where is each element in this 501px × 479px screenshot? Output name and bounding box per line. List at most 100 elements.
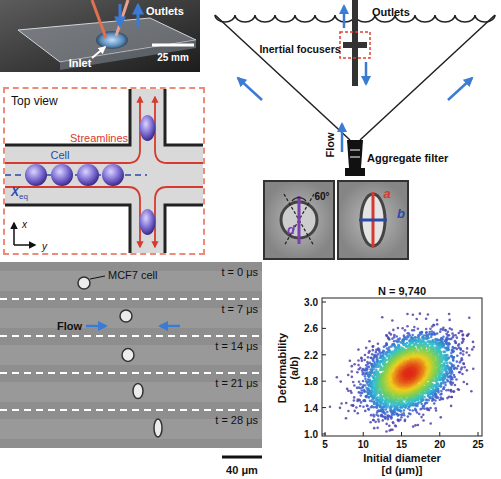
data-point (386, 398, 389, 401)
data-point (466, 383, 469, 386)
data-point (339, 407, 342, 410)
data-point (461, 334, 464, 337)
data-point (373, 368, 376, 371)
data-point (448, 313, 451, 316)
data-point (443, 346, 446, 349)
data-point (350, 391, 353, 394)
data-point (413, 329, 416, 332)
data-point (357, 348, 360, 351)
data-point (408, 412, 411, 415)
data-point (366, 405, 369, 408)
data-point (356, 412, 359, 415)
data-point (449, 381, 452, 384)
data-point (450, 396, 453, 399)
data-point (458, 371, 461, 374)
data-point (444, 329, 447, 332)
data-point (361, 360, 364, 363)
data-point (369, 421, 372, 424)
data-point (462, 350, 465, 353)
data-point (388, 424, 391, 427)
data-point (353, 399, 356, 402)
data-point (366, 368, 369, 371)
data-point (349, 359, 352, 362)
data-point (452, 346, 455, 349)
data-point (452, 390, 455, 393)
data-point (451, 349, 454, 352)
data-point (364, 410, 367, 413)
data-point (433, 402, 436, 405)
data-point (455, 378, 458, 381)
data-point (425, 328, 428, 331)
data-point (377, 353, 380, 356)
data-point (355, 406, 358, 409)
data-point (468, 354, 471, 357)
data-point (429, 407, 432, 410)
data-point (461, 342, 464, 345)
data-point (445, 342, 448, 345)
data-point (402, 412, 405, 415)
data-point (425, 399, 428, 402)
data-point (440, 328, 443, 331)
data-point (419, 312, 422, 315)
data-point (412, 425, 415, 428)
data-point (380, 414, 383, 417)
data-point (347, 410, 350, 413)
data-point (358, 399, 361, 402)
data-point (425, 338, 428, 341)
data-point (439, 330, 442, 333)
data-point (352, 381, 355, 384)
data-point (345, 417, 348, 420)
data-point (357, 364, 360, 367)
data-point (446, 379, 449, 382)
data-point (371, 389, 374, 392)
data-point (381, 316, 384, 319)
data-point (472, 346, 475, 349)
data-point (362, 406, 365, 409)
data-point (386, 411, 389, 414)
data-point (430, 336, 433, 339)
data-point (365, 347, 368, 350)
data-point (466, 347, 469, 350)
data-point (386, 344, 389, 347)
data-point (353, 363, 356, 366)
data-point (446, 397, 449, 400)
data-point (406, 313, 409, 316)
data-point (411, 334, 414, 337)
data-point (393, 340, 396, 343)
data-point (440, 382, 443, 385)
data-point (434, 396, 437, 399)
data-point (435, 409, 438, 412)
data-point (462, 353, 465, 356)
data-point (398, 337, 401, 340)
data-point (414, 408, 417, 411)
data-point (350, 365, 353, 368)
data-point (452, 359, 455, 362)
data-point (364, 384, 367, 387)
data-point (356, 371, 359, 374)
data-point (364, 377, 367, 380)
data-point (415, 318, 418, 321)
data-point (369, 378, 372, 381)
data-point (364, 375, 367, 378)
data-point (448, 319, 451, 322)
data-point (466, 334, 469, 337)
data-point (367, 351, 370, 354)
data-point (414, 424, 417, 427)
data-point (347, 374, 350, 377)
data-point (456, 360, 459, 363)
data-point (431, 333, 434, 336)
data-point (368, 340, 371, 343)
data-point (418, 413, 421, 416)
data-point (400, 416, 403, 419)
data-point (404, 329, 407, 332)
data-point (450, 405, 453, 408)
data-point (353, 410, 356, 413)
data-point (422, 419, 425, 422)
data-point (461, 373, 464, 376)
data-point (390, 333, 393, 336)
data-point (449, 327, 452, 330)
data-point (377, 343, 380, 346)
data-point (462, 362, 465, 365)
data-point (471, 348, 474, 351)
data-point (397, 419, 400, 422)
